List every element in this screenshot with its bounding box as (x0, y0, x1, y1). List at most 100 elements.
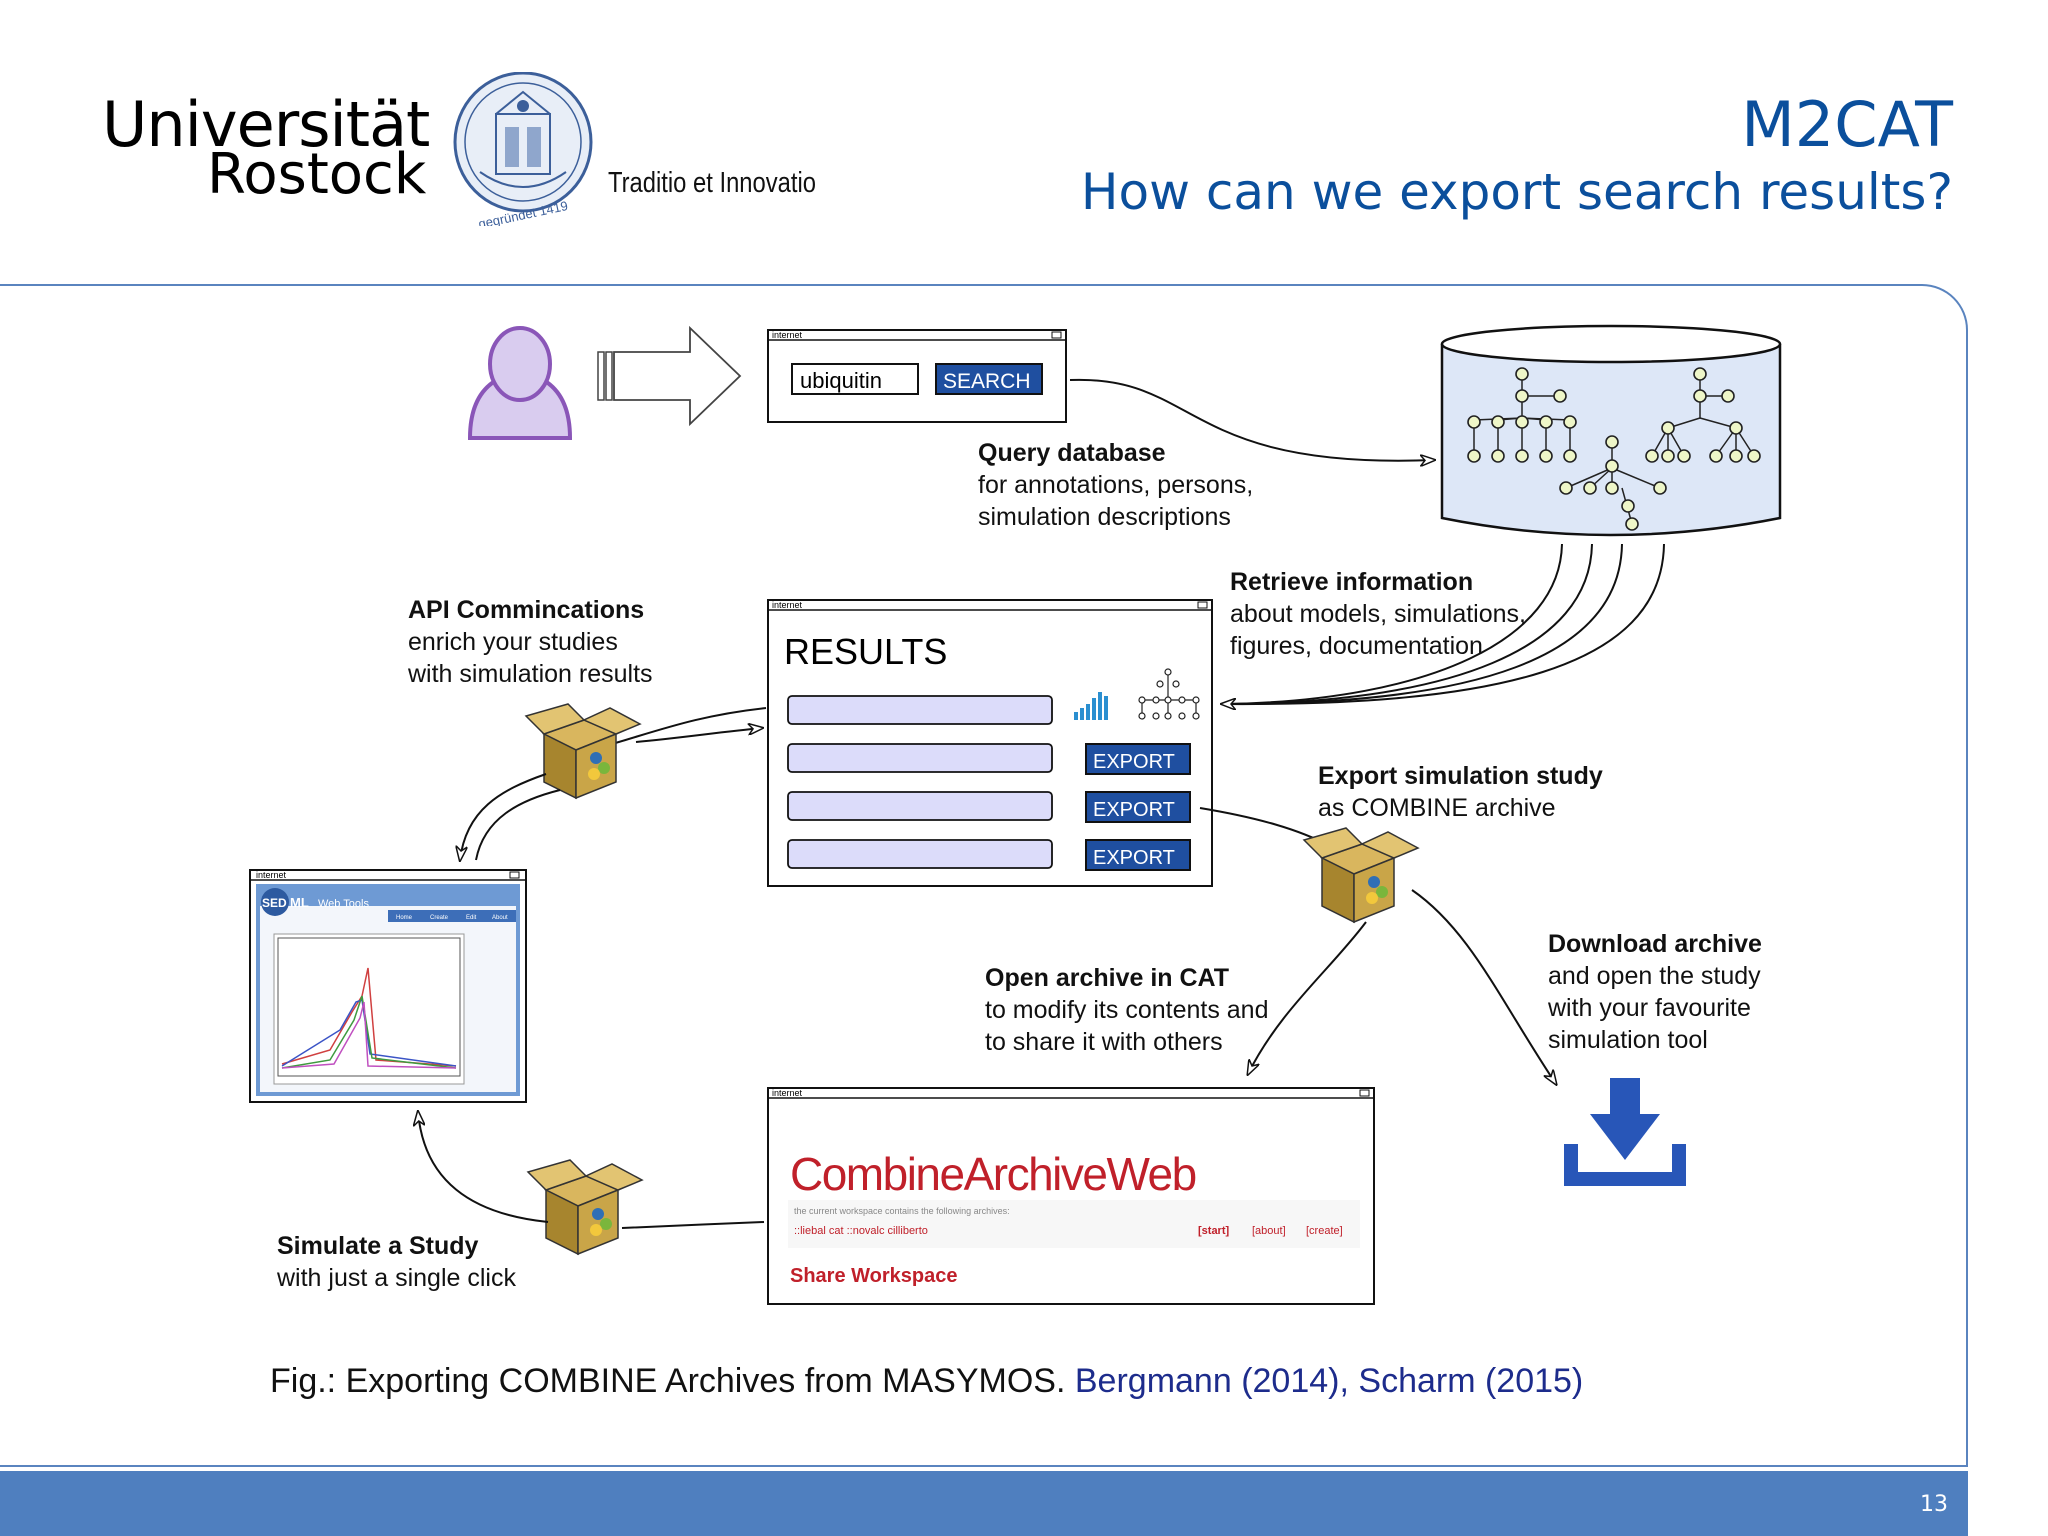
label-line: enrich your studies (408, 628, 618, 656)
label-line: with just a single click (277, 1264, 516, 1292)
label-line: simulation descriptions (978, 503, 1231, 531)
big-arrow-icon (597, 325, 742, 427)
label-line: as COMBINE archive (1318, 794, 1556, 822)
sedml-nav-edit[interactable]: Edit (466, 915, 477, 921)
simulation-plot (281, 967, 457, 1069)
label-open-in-cat: Open archive in CAT to modify its conten… (985, 962, 1268, 1058)
retrieve-arrows (1222, 543, 1665, 704)
university-seal: gegründet 1419 (453, 72, 593, 226)
result-row[interactable] (787, 743, 1053, 773)
caption-separator: , (1339, 1362, 1359, 1400)
sedml-logo-sed: SED (262, 896, 287, 910)
label-line: with your favourite (1548, 994, 1751, 1022)
label-line: for annotations, persons, (978, 471, 1254, 499)
label-line: simulation tool (1548, 1026, 1708, 1054)
caption-text: Fig.: Exporting COMBINE Archives from MA… (270, 1362, 1075, 1400)
sedml-nav-about[interactable]: About (492, 915, 508, 921)
export-to-cat-arrow (1248, 921, 1367, 1074)
export-button[interactable] (1085, 839, 1191, 871)
caption-ref-bergmann[interactable]: Bergmann (2014) (1074, 1362, 1340, 1400)
university-name: Universität (102, 88, 430, 161)
export-button-label: EXPORT (1093, 847, 1175, 869)
database-cylinder (1440, 324, 1782, 537)
browser-label: internet (772, 330, 803, 340)
export-button[interactable] (1085, 791, 1191, 823)
cat-title: CombineArchiveWeb (790, 1148, 1196, 1200)
figure-caption: Fig.: Exporting COMBINE Archives from MA… (270, 1362, 1583, 1401)
label-title: Retrieve information (1230, 568, 1474, 596)
sedml-browser-window: internet SED ML Web Tools Home Create Ed… (249, 869, 527, 1103)
signal-bars-icon (1074, 692, 1108, 720)
ontology-graph-icon (1467, 367, 1761, 531)
label-title: Query database (978, 439, 1166, 467)
api-arrow-in (611, 707, 767, 745)
label-title: Export simulation study (1318, 762, 1603, 790)
cat-share-workspace[interactable]: Share Workspace (790, 1265, 958, 1287)
content-panel (0, 284, 1968, 1467)
result-row[interactable] (787, 839, 1053, 869)
user-icon (467, 326, 573, 440)
label-api-communications: API Commincations enrich your studies wi… (408, 594, 653, 690)
export-button-label: EXPORT (1093, 751, 1175, 773)
slide-subtitle: How can we export search results? (1080, 163, 1953, 221)
label-simulate-study: Simulate a Study with just a single clic… (277, 1230, 516, 1294)
result-row[interactable] (787, 791, 1053, 821)
browser-label: internet (256, 870, 287, 880)
query-arrow (1069, 378, 1434, 461)
search-input[interactable] (791, 363, 919, 395)
cat-browser-window: internet CombineArchiveWeb the current w… (767, 1087, 1375, 1305)
export-button-label: EXPORT (1093, 799, 1175, 821)
cat-archives: ::liebal cat ::novalc cilliberto (794, 1225, 928, 1237)
results-browser-window: internet RESULTS EXPORT EXPORT EXPORT (767, 599, 1213, 887)
footer-bar (0, 1471, 1968, 1536)
caption-ref-scharm[interactable]: Scharm (2015) (1358, 1362, 1584, 1400)
label-line: about models, simulations, (1230, 600, 1526, 628)
sedml-to-api-arrow (475, 789, 561, 861)
label-query-database: Query database for annotations, persons,… (978, 437, 1253, 533)
archive-box-icon (1303, 827, 1419, 923)
browser-label: internet (772, 600, 803, 610)
label-title: Simulate a Study (277, 1232, 479, 1260)
results-heading: RESULTS (784, 631, 947, 672)
cat-to-simulate-arrow (621, 1221, 765, 1229)
label-line: figures, documentation (1230, 632, 1483, 660)
cat-info: the current workspace contains the follo… (794, 1206, 1010, 1216)
archive-box-icon (525, 703, 641, 799)
search-browser-window: internet ubiquitin SEARCH (767, 329, 1067, 423)
simulate-to-sedml-arrow (418, 1112, 549, 1223)
result-row[interactable] (787, 695, 1053, 725)
sedml-logo-rest: Web Tools (318, 898, 369, 910)
label-line: to modify its contents and (985, 996, 1269, 1024)
cat-link-about[interactable]: [about] (1252, 1225, 1286, 1237)
label-title: Open archive in CAT (985, 964, 1230, 992)
label-line: and open the study (1548, 962, 1761, 990)
label-retrieve-information: Retrieve information about models, simul… (1230, 566, 1526, 662)
api-arrow-out (635, 728, 762, 743)
label-export-study: Export simulation study as COMBINE archi… (1318, 760, 1603, 824)
cat-link-start[interactable]: [start] (1198, 1225, 1230, 1237)
download-icon (1564, 1078, 1686, 1186)
export-button[interactable] (1085, 743, 1191, 775)
slide-title: M2CAT (1741, 88, 1953, 161)
page-number: 13 (1920, 1492, 1948, 1517)
label-line: with simulation results (408, 660, 653, 688)
label-title: Download archive (1548, 930, 1762, 958)
archive-box-icon (527, 1159, 643, 1255)
search-button-label: SEARCH (943, 370, 1031, 393)
search-button[interactable] (935, 363, 1043, 395)
label-line: to share it with others (985, 1028, 1223, 1056)
mini-graph-icon (1138, 668, 1200, 720)
api-to-sedml-arrow (460, 773, 547, 860)
sedml-nav-create[interactable]: Create (430, 915, 449, 921)
university-city: Rostock (207, 142, 427, 207)
search-query: ubiquitin (800, 368, 882, 393)
label-title: API Commincations (408, 596, 645, 624)
cat-link-create[interactable]: [create] (1306, 1225, 1343, 1237)
label-download-archive: Download archive and open the study with… (1548, 928, 1762, 1056)
university-motto: Traditio et Innovatio (608, 167, 816, 199)
export-to-download-arrow (1411, 889, 1556, 1084)
sedml-nav-home[interactable]: Home (396, 915, 413, 921)
browser-label: internet (772, 1088, 803, 1098)
sedml-logo-ml: ML (290, 895, 309, 910)
